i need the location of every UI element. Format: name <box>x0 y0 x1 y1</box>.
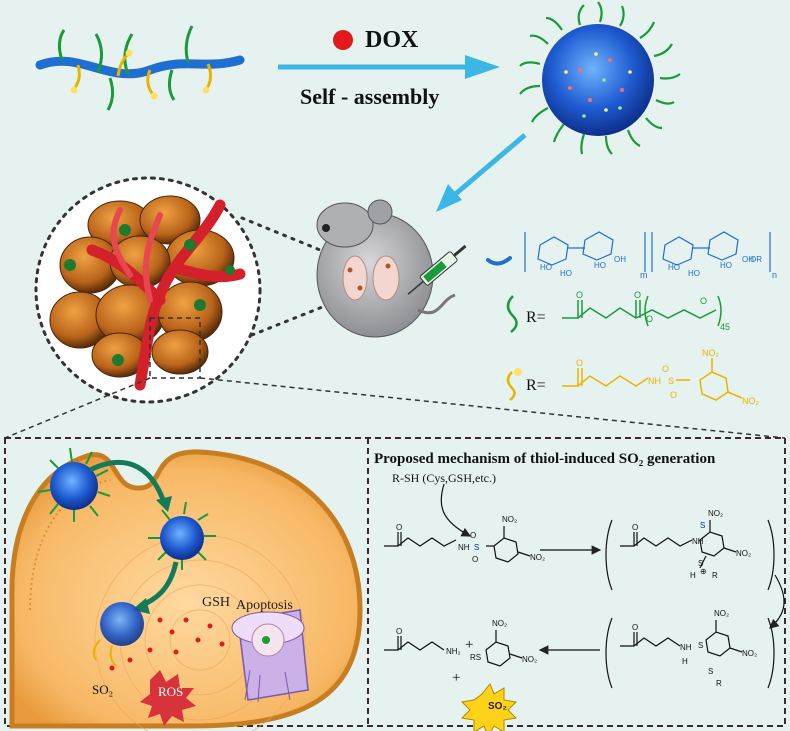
svg-text:NH₂: NH₂ <box>446 647 461 656</box>
svg-text:NO₂: NO₂ <box>714 609 729 618</box>
self-assembly-label: Self - assembly <box>300 84 440 109</box>
svg-text:O: O <box>396 627 402 636</box>
svg-text:NO₂: NO₂ <box>742 396 760 406</box>
svg-text:H: H <box>690 571 696 580</box>
svg-text:NH: NH <box>692 537 704 546</box>
injection-arrow <box>436 133 527 212</box>
bottom-zoom-lines <box>4 317 786 439</box>
svg-text:O: O <box>700 296 707 306</box>
svg-text:S: S <box>668 376 674 386</box>
svg-text:RS: RS <box>470 653 481 662</box>
svg-text:NO₂: NO₂ <box>708 509 723 518</box>
svg-text:S: S <box>474 543 479 552</box>
svg-text:HO: HO <box>560 269 572 278</box>
svg-text:S: S <box>700 521 705 530</box>
svg-text:R: R <box>712 571 718 580</box>
legend-structures: HO HO HO OH HO HO HO OH m OR n R= O O O O 4… <box>486 231 777 406</box>
r-label-linker: R= <box>526 377 546 394</box>
svg-text:O: O <box>634 290 641 300</box>
so2-burst <box>460 683 518 731</box>
svg-text:NO₂: NO₂ <box>530 553 545 562</box>
subscript-n: n <box>772 270 777 280</box>
legend-peg-icon <box>506 295 518 333</box>
svg-text:O: O <box>670 390 677 400</box>
svg-text:O: O <box>632 523 638 532</box>
svg-text:S: S <box>698 559 703 568</box>
svg-text:NO₂: NO₂ <box>492 619 507 628</box>
svg-text:HO: HO <box>688 269 700 278</box>
svg-text:NO₂: NO₂ <box>502 515 517 524</box>
cell-illustration <box>9 447 363 731</box>
svg-text:HO: HO <box>668 263 680 272</box>
gsh-label: GSH <box>202 595 231 610</box>
ros-burst <box>140 670 196 726</box>
cell-so2-label: SO₂ <box>92 682 114 697</box>
zoom-connector-dots <box>240 216 342 337</box>
subscript-45: 45 <box>720 322 730 332</box>
svg-text:O: O <box>472 555 478 564</box>
nanoparticle-illustration <box>519 1 681 155</box>
r-label-peg: R= <box>526 309 546 326</box>
mouse-illustration <box>316 199 467 338</box>
svg-text:NO₂: NO₂ <box>522 655 537 664</box>
svg-text:O: O <box>662 364 669 374</box>
svg-text:S: S <box>708 667 713 676</box>
svg-text:O: O <box>646 314 653 324</box>
dox-label: DOX <box>365 27 419 53</box>
svg-text:OH: OH <box>742 255 754 264</box>
svg-text:NH: NH <box>648 376 661 386</box>
or-group-label: OR <box>750 255 762 264</box>
svg-text:S: S <box>474 543 479 552</box>
product-so2-label: SO₂ <box>488 701 507 712</box>
dox-drug-dot <box>333 30 353 50</box>
svg-text:NO₂: NO₂ <box>702 348 720 358</box>
product-plus-sign-2: + <box>452 670 461 686</box>
svg-text:R: R <box>716 679 722 688</box>
polymer-chain-illustration <box>35 25 245 111</box>
svg-text:OH: OH <box>614 255 626 264</box>
ros-label: ROS <box>158 684 184 699</box>
svg-text:S: S <box>700 521 705 530</box>
svg-text:HO: HO <box>720 261 732 270</box>
svg-text:O: O <box>632 623 638 632</box>
subscript-m: m <box>640 270 648 280</box>
svg-text:NO₂: NO₂ <box>736 549 751 558</box>
svg-text:S: S <box>698 641 703 650</box>
self-assembly-arrow <box>278 55 500 79</box>
svg-text:NH: NH <box>680 643 692 652</box>
bottom-panel-border <box>4 437 786 727</box>
svg-text:H: H <box>682 657 688 666</box>
legend-chain-icon <box>486 256 512 266</box>
apoptosis-label: Apoptosis <box>236 598 293 613</box>
tumor-zoom-circle <box>34 176 262 404</box>
svg-text:HO: HO <box>540 263 552 272</box>
svg-text:HO: HO <box>594 261 606 270</box>
svg-text:NO₂: NO₂ <box>742 649 757 658</box>
svg-text:O: O <box>576 290 583 300</box>
svg-text:O: O <box>470 531 476 540</box>
mechanism-title: Proposed mechanism of thiol-induced SO₂ … <box>374 451 716 467</box>
svg-text:⊕: ⊕ <box>700 567 707 576</box>
svg-text:O: O <box>396 523 402 532</box>
svg-text:O: O <box>576 358 583 368</box>
svg-text:NH: NH <box>458 543 470 552</box>
product-plus-sign: + <box>465 637 474 653</box>
thiol-reagent-label: R-SH (Cys,GSH,etc.) <box>392 471 496 485</box>
legend-linker-icon <box>506 371 516 401</box>
